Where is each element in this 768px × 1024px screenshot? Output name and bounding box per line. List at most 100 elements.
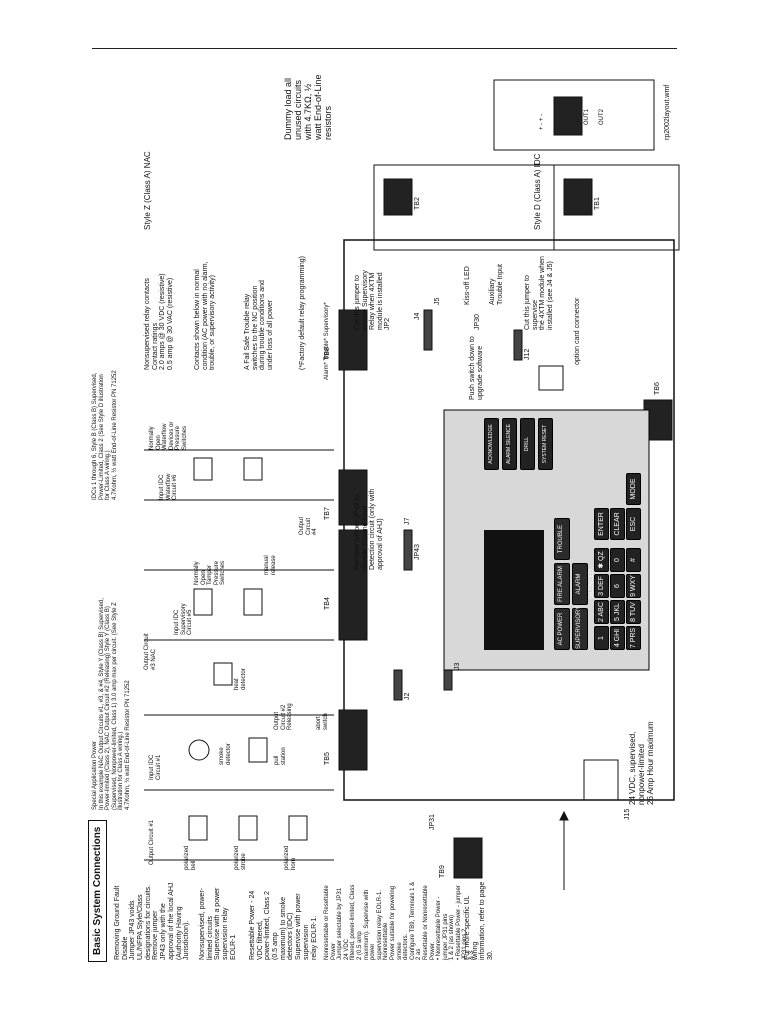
lcd-display <box>484 530 544 650</box>
output-circuit-3-label: Output Circuit #3 NAC <box>144 633 157 670</box>
tb2-label: TB2 <box>414 197 421 210</box>
input-idc-waterflow-label: Input IDC Waterflow Circuit #6 <box>159 473 179 500</box>
key-2[interactable]: 2 ABC <box>594 600 609 624</box>
section-title: Basic System Connections <box>88 819 107 962</box>
acknowledge-key[interactable]: ACKNOWLEDGE <box>484 418 499 470</box>
tb7-terminal <box>338 469 368 526</box>
key-7[interactable]: 7 PRS <box>626 626 641 650</box>
option-card-box <box>538 365 564 391</box>
dummy-load-note: Dummy load all unused circuits with 4.7K… <box>283 74 333 140</box>
key-5[interactable]: 5 JKL <box>610 600 625 624</box>
key-star[interactable]: ✱ QZ <box>594 548 609 572</box>
aux-trouble-label: Auxiliary Trouble Input <box>489 264 504 305</box>
remove-jp43-note: Remove jumper JP43 to disable Ground Fau… <box>354 488 385 570</box>
tb7-label: TB7 <box>324 507 331 520</box>
j5-connector <box>423 309 433 351</box>
tamper-switch-device-2 <box>243 588 263 616</box>
pull-station-label: pull station <box>274 747 287 765</box>
manual-release-label: manual release <box>264 555 277 575</box>
relay-normal-note: Contacts shown below in normal condition… <box>194 261 217 370</box>
style-d-frame <box>553 164 680 251</box>
waterflow-switch-device <box>193 457 213 481</box>
alarm-silence-key[interactable]: ALARM SILENCE <box>502 418 517 470</box>
key-0[interactable]: 0 <box>610 548 625 572</box>
push-switch-note: Push switch down to upgrade software <box>469 336 484 400</box>
polarized-horn-label: polarized horn <box>284 845 297 870</box>
alarm-silenced-indicator: ALARM SILENCED <box>572 563 595 605</box>
style-d-label: Style D (Class A) IDC <box>533 153 542 230</box>
nonresettable-note: Nonresettable or Resettable Power Jumper… <box>324 881 476 960</box>
factory-default-note: (*Factory default relay programming) <box>299 256 306 370</box>
waterflow-devices-label: Normally Open Waterflow Devices or Press… <box>149 421 188 450</box>
fire-alarm-indicator: FIRE ALARM <box>554 563 570 605</box>
dummy-load-frame <box>493 79 655 151</box>
tb8-label: TB8 <box>324 347 331 360</box>
key-8[interactable]: 8 TUV <box>626 600 641 624</box>
j4-label: J4 <box>414 312 421 320</box>
heat-detector-device <box>213 662 233 686</box>
key-6[interactable]: 6 MNO <box>610 574 634 598</box>
j2-connector <box>393 669 403 701</box>
nonsupervised-note: Nonsupervised, power-limited circuits Su… <box>199 887 237 960</box>
j2-label: J2 <box>404 692 411 700</box>
rotated-page: Basic System Connections Removing Ground… <box>84 70 688 970</box>
jp31-label: JP31 <box>429 814 436 830</box>
smoke-detector-device <box>188 739 210 761</box>
ul-wiring-note: For more specific UL wiring information,… <box>464 881 495 960</box>
smoke-detector-label: smoke detector <box>219 743 232 765</box>
idc-note: IDCs 1 through 6, Style B (Class B) Supe… <box>92 370 118 500</box>
output-circuit-2-label: Output Circuit #2 Releasing <box>274 703 294 730</box>
strobe-device <box>238 815 258 841</box>
resettable-note: Resettable Power - 24 VDC filtered, powe… <box>249 890 318 960</box>
special-power-note: Special Application Power In this exampl… <box>92 598 131 810</box>
cut-jp2-note: Cut this jumper to enable Supervisory Re… <box>354 270 385 330</box>
header-rule <box>92 48 677 49</box>
polarized-bell-label: polarized bell <box>184 845 197 870</box>
j3-label: J3 <box>454 662 461 670</box>
relay-header-label: Alarm* Trouble* Supervisory* <box>324 302 330 380</box>
bell-device <box>188 815 208 841</box>
kissoff-led-label: Kiss-off LED <box>464 266 471 305</box>
mode-key[interactable]: MODE <box>626 473 641 505</box>
key-9[interactable]: 9 WXY <box>626 574 641 598</box>
output-circuit-1-label: Output Circuit #1 <box>149 819 155 865</box>
supervisory-indicator: SUPERVISORY <box>572 606 588 650</box>
j12-connector <box>513 329 523 361</box>
out2-label: OUT2 <box>599 108 605 125</box>
esc-key[interactable]: ESC <box>626 508 641 540</box>
ac-power-indicator: AC POWER <box>554 608 570 650</box>
jp43-label: JP43 <box>414 544 421 560</box>
option-card-label: option card connector <box>574 297 581 365</box>
jp30-label: JP30 <box>474 314 481 330</box>
battery-note: 24 VDC, supervised, nonpower-limited 26 … <box>628 721 655 805</box>
input-idc-5-label: Input IDC Supervisory Circuit #5 <box>174 603 194 635</box>
drill-key[interactable]: DRILL <box>520 418 535 470</box>
tb9-label: TB9 <box>439 865 446 878</box>
tb9-terminal <box>453 837 483 879</box>
clear-key[interactable]: CLEAR <box>610 508 625 540</box>
key-3[interactable]: 3 DEF <box>594 574 609 598</box>
ground-fault-note: Removing Ground Fault Disable Jumper JP4… <box>114 882 191 960</box>
cut-jp30-note: Cut this jumper to supervise the 4XTM mo… <box>524 256 555 330</box>
waterflow-switch-device-2 <box>243 457 263 481</box>
tb5-terminal <box>338 709 368 771</box>
out1-label: OUT1 <box>584 108 590 125</box>
key-1[interactable]: 1 <box>594 626 609 650</box>
horn-device <box>288 815 308 841</box>
trouble-indicator: TROUBLE <box>554 518 570 560</box>
input-idc-1-label: Input IDC Circuit #1 <box>149 754 162 780</box>
enter-key[interactable]: ENTER <box>594 508 609 540</box>
system-reset-key[interactable]: SYSTEM RESET <box>538 418 553 470</box>
relay-fail-safe-note: A Fail Safe Trouble relay switches to th… <box>244 280 275 370</box>
relay-contacts-note: Nonsupervised relay contacts Contact rat… <box>144 273 175 370</box>
heat-detector-label: heat detector <box>234 668 247 690</box>
tb8-terminal <box>338 309 368 371</box>
plus-minus-label: + - + - <box>539 113 545 130</box>
j5-label: J5 <box>434 297 441 305</box>
j15-label: J15 <box>624 808 631 820</box>
battery-box <box>583 759 619 801</box>
key-4[interactable]: 4 GHI <box>610 626 625 650</box>
key-hash[interactable]: # <box>626 548 641 572</box>
tamper-switches-label: Normally Open Tamper Pressure Switches <box>194 560 227 585</box>
